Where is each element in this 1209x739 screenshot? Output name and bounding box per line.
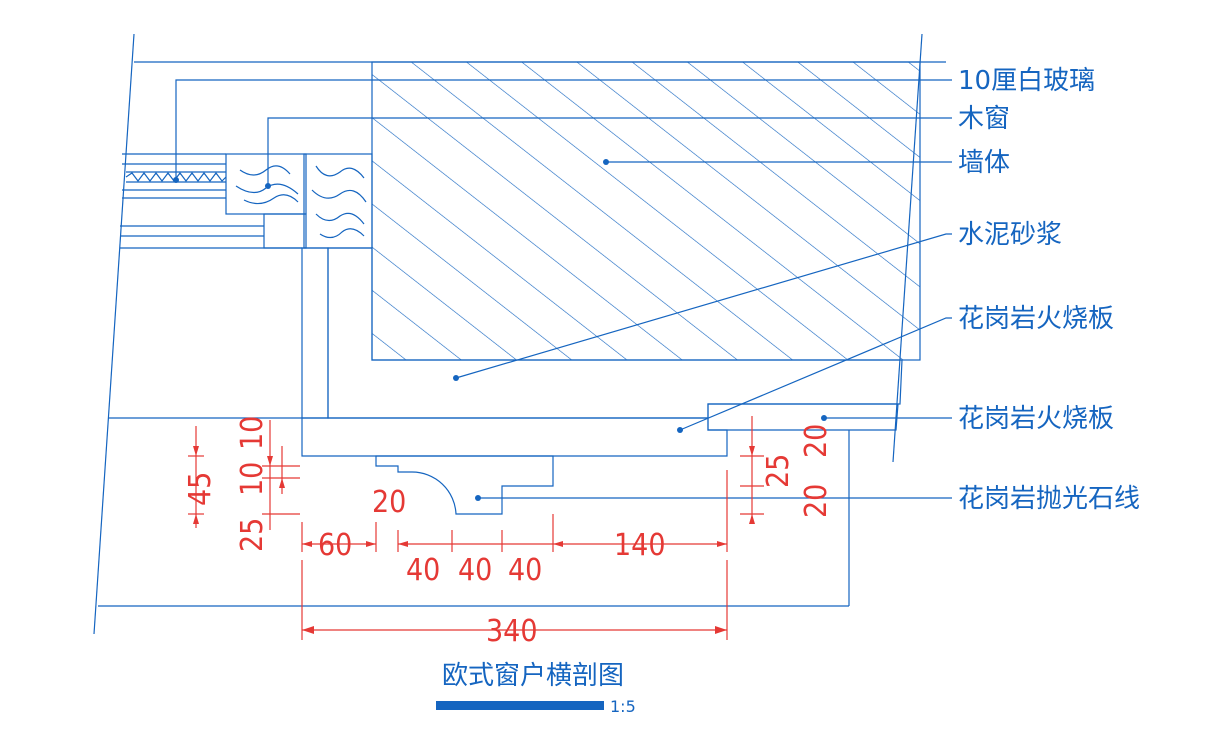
dim-40-a: 40 (406, 553, 440, 588)
dim-40-b: 40 (458, 553, 492, 588)
label-wall: 墙体 (958, 148, 1010, 178)
dim-10-top: 10 (235, 416, 270, 450)
dim-40-c: 40 (508, 553, 542, 588)
title-underline (436, 701, 604, 710)
dim-45: 45 (183, 472, 218, 506)
label-mortar: 水泥砂浆 (958, 220, 1062, 250)
dim-140: 140 (614, 528, 666, 563)
dim-20-right-a: 20 (799, 424, 834, 458)
glass-pane (120, 153, 264, 237)
wall-block (371, 61, 921, 361)
dim-60: 60 (318, 528, 352, 563)
leader-lines (173, 79, 952, 501)
label-granite-fire-board-2: 花岗岩火烧板 (958, 404, 1114, 434)
dim-25-right: 25 (761, 454, 796, 488)
drawing-scale: 1:5 (610, 697, 636, 716)
label-wood-window: 木窗 (958, 104, 1010, 134)
dim-10-mid: 10 (235, 462, 270, 496)
granite-polished-line (375, 455, 554, 515)
dim-20-radius: 20 (372, 485, 406, 520)
label-granite-fire-board-1: 花岗岩火烧板 (958, 304, 1114, 334)
dim-25-left: 25 (235, 518, 270, 552)
dim-340: 340 (486, 614, 538, 649)
wood-window-frame (225, 153, 373, 249)
dimension-lines (188, 416, 764, 640)
dim-20-right-b: 20 (799, 484, 834, 518)
label-granite-polished-line: 花岗岩抛光石线 (958, 484, 1140, 514)
label-glass: 10厘白玻璃 (958, 66, 1095, 96)
drawing-title: 欧式窗户横剖图 (442, 661, 624, 691)
